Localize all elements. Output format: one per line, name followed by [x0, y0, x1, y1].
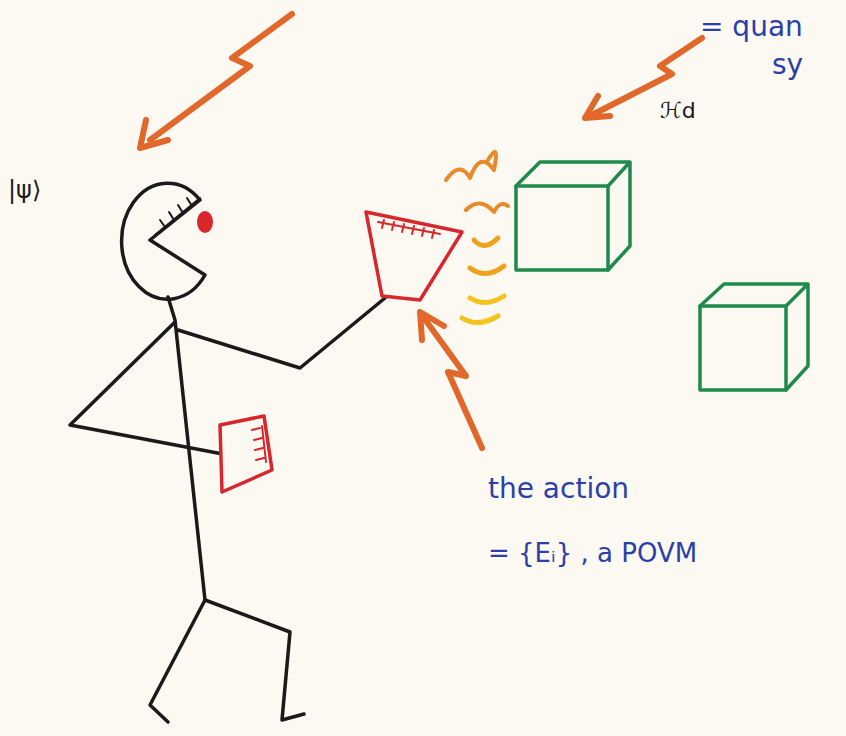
lightning-arrow [424, 318, 482, 448]
right-arm [178, 298, 385, 368]
squiggle [474, 238, 498, 246]
quantum-system-cube [700, 284, 808, 390]
eye [197, 211, 213, 233]
hilbert-space-label: ℋd [660, 98, 696, 123]
teeth [155, 198, 200, 235]
povm-note: = {Eᵢ} , a POVM [488, 538, 697, 568]
dial [252, 426, 266, 462]
state-label: |ψ⟩ [8, 176, 41, 204]
squiggle [470, 296, 504, 303]
left-leg [150, 600, 205, 722]
squiggle [470, 266, 504, 274]
right-leg [205, 600, 304, 720]
arrow-head [140, 120, 168, 148]
system-note: = quan [700, 10, 803, 43]
arrow-head [585, 96, 610, 118]
squiggle [466, 203, 508, 212]
squiggle [446, 152, 496, 180]
arrow-head [420, 312, 444, 340]
dial [378, 220, 440, 238]
measuring-device [220, 416, 272, 492]
lightning-arrow [150, 14, 292, 140]
quantum-system-cube [516, 162, 630, 270]
system-note: sy [772, 48, 803, 81]
head [122, 183, 205, 299]
left-arm [70, 322, 228, 455]
measuring-device [366, 212, 462, 300]
squiggle [462, 316, 498, 323]
action-note: the action [488, 472, 629, 505]
